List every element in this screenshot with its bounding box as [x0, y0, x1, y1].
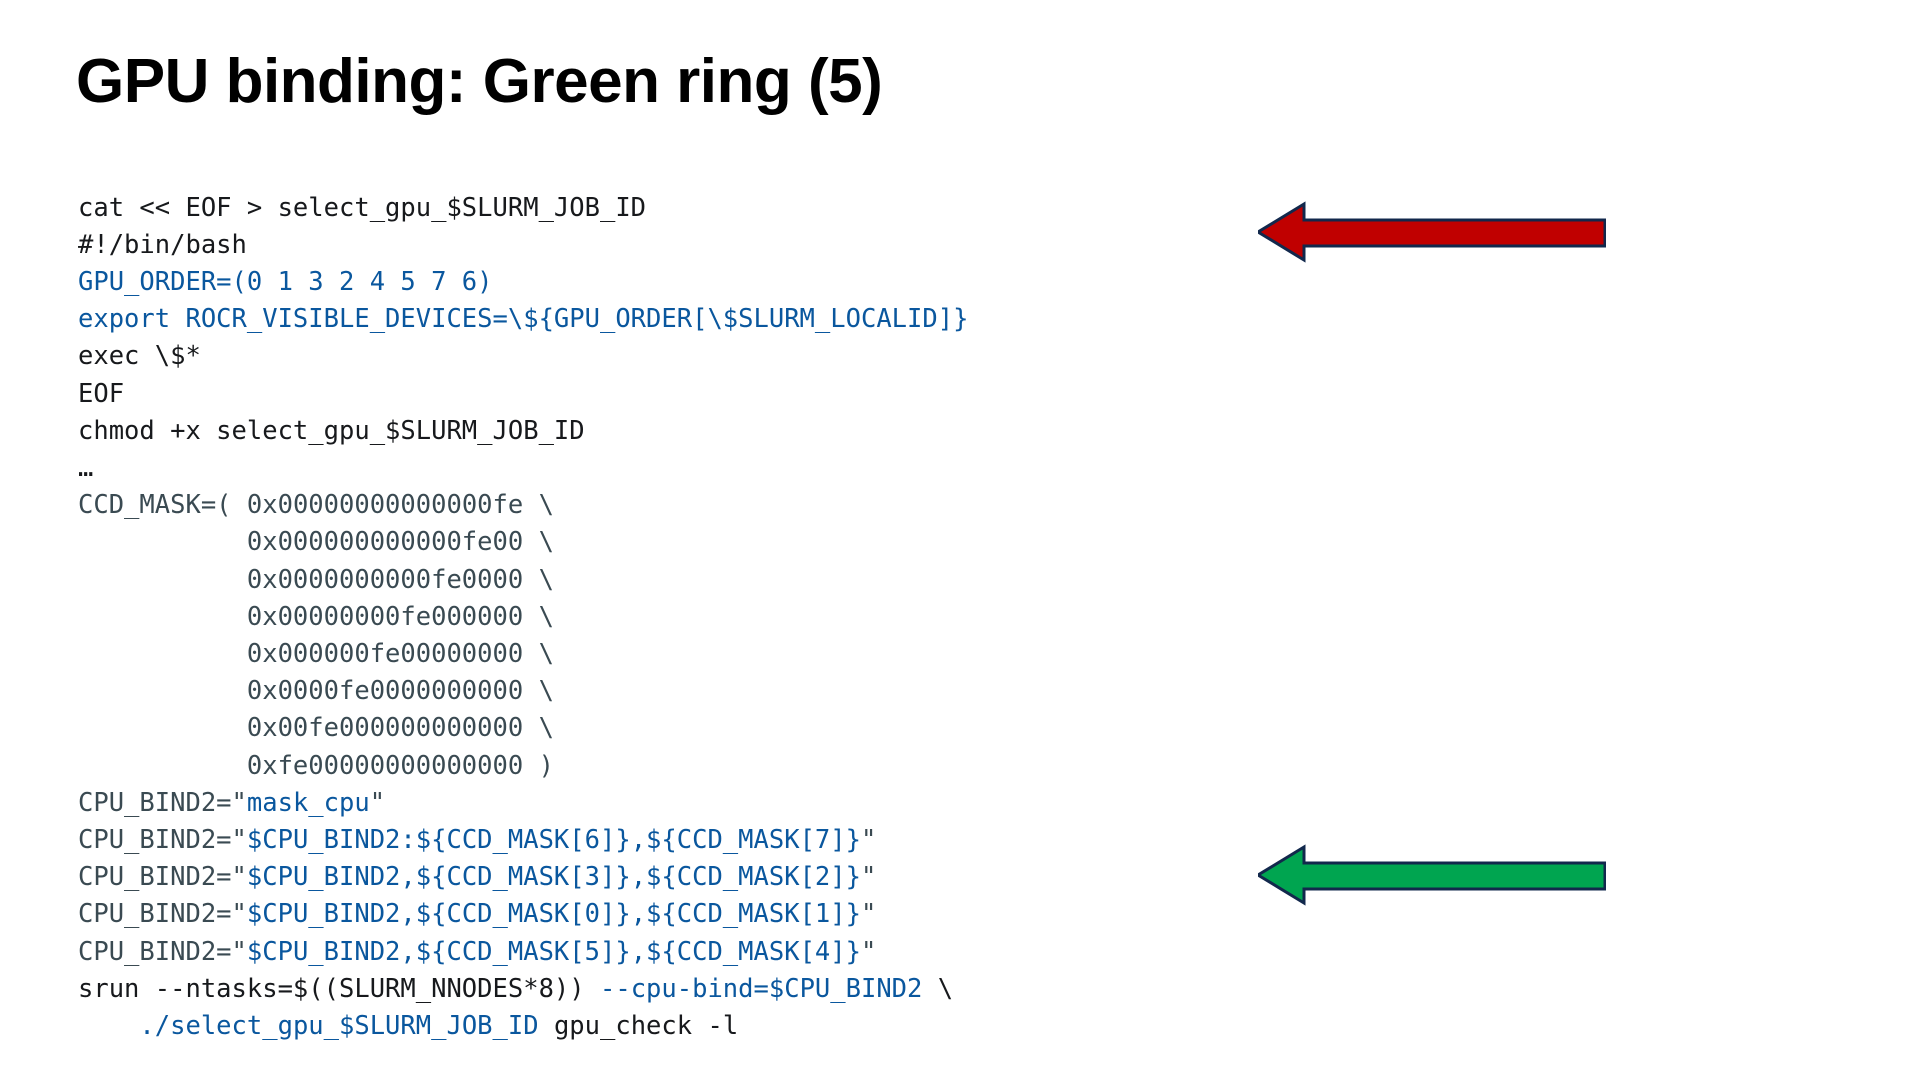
code-line-l09: CCD_MASK=( 0x00000000000000fe \: [78, 487, 968, 524]
code-token: #!/bin/bash: [78, 229, 247, 260]
code-line-l13: 0x000000fe00000000 \: [78, 636, 968, 673]
code-token: CCD_MASK=(: [78, 490, 247, 521]
code-line-l14: 0x0000fe0000000000 \: [78, 673, 968, 710]
code-token: 0x0000fe0000000000 \: [78, 676, 554, 707]
code-token: --cpu-bind=$CPU_BIND2: [599, 973, 923, 1004]
code-token: $CPU_BIND2,${CCD_MASK[0]},${CCD_MASK[1]}: [246, 899, 861, 930]
code-token: exec \$*: [78, 341, 201, 372]
code-token: 0x00fe000000000000 \: [78, 713, 554, 744]
code-token: cat << EOF > select_gpu_$SLURM_JOB_ID: [78, 192, 647, 223]
code-token: 0x00000000fe000000 \: [78, 601, 554, 632]
code-token: 0x0000000000fe0000 \: [78, 564, 554, 595]
code-token: $CPU_BIND2,${CCD_MASK[5]},${CCD_MASK[4]}: [246, 936, 861, 967]
red-left-arrow-annotation: [1258, 200, 1606, 264]
code-token: CPU_BIND2=": [78, 899, 247, 930]
code-token: ": [860, 824, 877, 855]
code-line-l15: 0x00fe000000000000 \: [78, 710, 968, 747]
code-line-l17: CPU_BIND2="mask_cpu": [78, 785, 968, 822]
code-token: ": [860, 862, 877, 893]
green-left-arrow-annotation: [1258, 843, 1606, 907]
code-token: export ROCR_VISIBLE_DEVICES=\${GPU_ORDER…: [78, 304, 969, 335]
code-token: ": [860, 899, 877, 930]
code-line-l18: CPU_BIND2="$CPU_BIND2:${CCD_MASK[6]},${C…: [78, 822, 968, 859]
code-token: ": [860, 936, 877, 967]
code-token: EOF: [78, 378, 125, 409]
code-line-l21: CPU_BIND2="$CPU_BIND2,${CCD_MASK[5]},${C…: [78, 934, 968, 971]
code-line-l16: 0xfe00000000000000 ): [78, 748, 968, 785]
code-line-l20: CPU_BIND2="$CPU_BIND2,${CCD_MASK[0]},${C…: [78, 896, 968, 933]
code-line-l23: ./select_gpu_$SLURM_JOB_ID gpu_check -l: [78, 1008, 968, 1045]
code-line-l03: GPU_ORDER=(0 1 3 2 4 5 7 6): [78, 264, 968, 301]
code-line-l08: …: [78, 450, 968, 487]
code-line-l05: exec \$*: [78, 338, 968, 375]
code-token: gpu_check -l: [538, 1010, 739, 1041]
code-token: CPU_BIND2=": [78, 824, 247, 855]
code-token: mask_cpu: [246, 787, 370, 818]
code-token: 0x00000000000000fe \: [246, 490, 554, 521]
code-token: \: [922, 973, 954, 1004]
code-token: srun --ntasks=$((SLURM_NNODES*8)): [78, 973, 600, 1004]
code-token: CPU_BIND2=": [78, 936, 247, 967]
code-line-l11: 0x0000000000fe0000 \: [78, 562, 968, 599]
code-token: ": [369, 787, 386, 818]
code-line-l01: cat << EOF > select_gpu_$SLURM_JOB_ID: [78, 190, 968, 227]
code-token: CPU_BIND2=": [78, 787, 247, 818]
code-line-l19: CPU_BIND2="$CPU_BIND2,${CCD_MASK[3]},${C…: [78, 859, 968, 896]
code-line-l22: srun --ntasks=$((SLURM_NNODES*8)) --cpu-…: [78, 971, 968, 1008]
code-line-l02: #!/bin/bash: [78, 227, 968, 264]
code-token: ./select_gpu_$SLURM_JOB_ID: [139, 1010, 539, 1041]
code-token: chmod +x select_gpu_$SLURM_JOB_ID: [78, 415, 585, 446]
code-line-l12: 0x00000000fe000000 \: [78, 599, 968, 636]
code-token: [78, 1011, 139, 1041]
code-line-l07: chmod +x select_gpu_$SLURM_JOB_ID: [78, 413, 968, 450]
green-left-arrow-icon: [1258, 844, 1606, 906]
code-token: $CPU_BIND2,${CCD_MASK[3]},${CCD_MASK[2]}: [246, 862, 861, 893]
code-token: 0x000000fe00000000 \: [78, 638, 554, 669]
code-token: 0xfe00000000000000 ): [78, 750, 554, 781]
code-token: CPU_BIND2=": [78, 862, 247, 893]
code-token: …: [78, 452, 94, 483]
code-token: 0x000000000000fe00 \: [78, 527, 554, 558]
page-title: GPU binding: Green ring (5): [76, 47, 883, 116]
code-line-l06: EOF: [78, 376, 968, 413]
code-token: GPU_ORDER=(0 1 3 2 4 5 7 6): [78, 266, 493, 297]
code-token: $CPU_BIND2:${CCD_MASK[6]},${CCD_MASK[7]}: [246, 824, 861, 855]
code-block: cat << EOF > select_gpu_$SLURM_JOB_ID #!/…: [78, 190, 968, 1046]
code-line-l10: 0x000000000000fe00 \: [78, 524, 968, 561]
code-line-l04: export ROCR_VISIBLE_DEVICES=\${GPU_ORDER…: [78, 301, 968, 338]
red-left-arrow-icon: [1258, 201, 1606, 263]
